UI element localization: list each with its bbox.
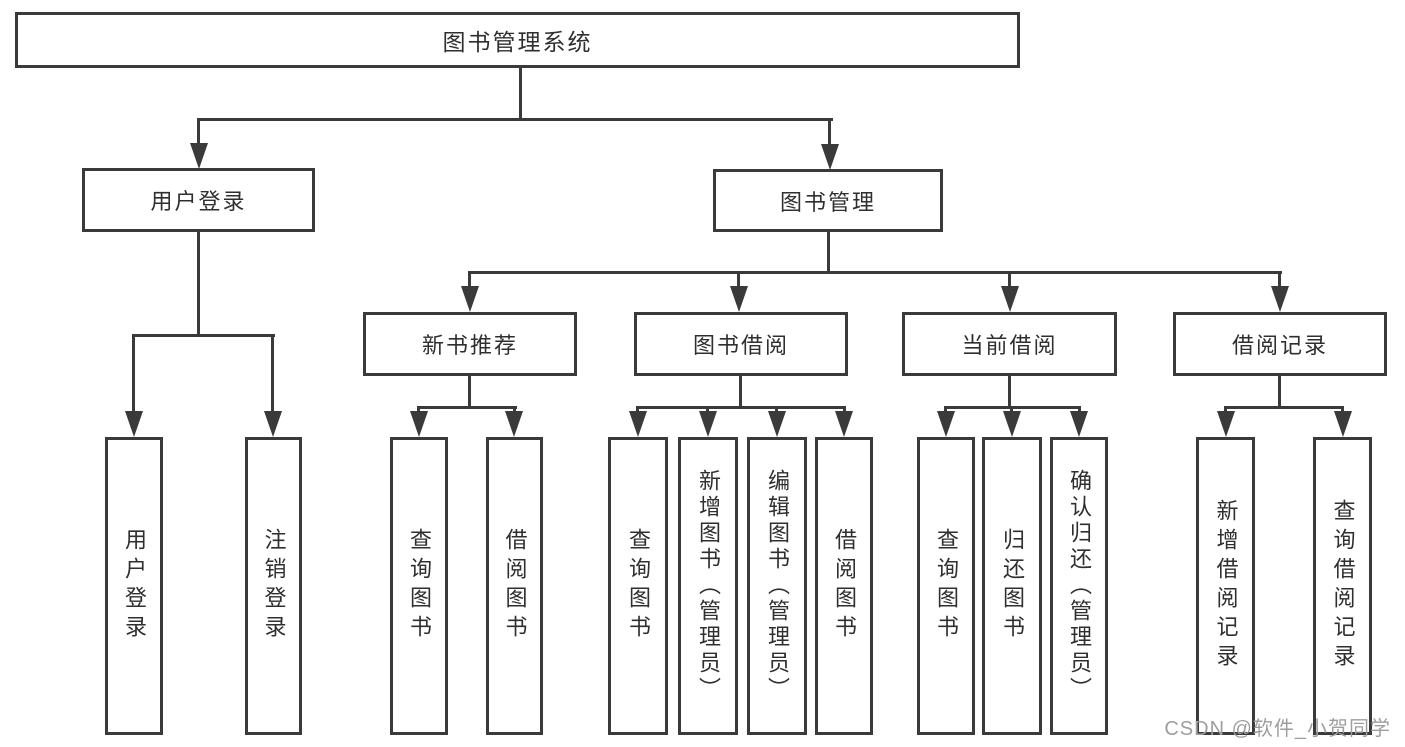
leaf-query-borrow-record: 查询借阅记录 bbox=[1313, 437, 1372, 735]
arrowhead-down-icon bbox=[410, 411, 428, 437]
leaf-query-books-2: 查询图书 bbox=[608, 437, 668, 735]
connector-line bbox=[468, 376, 471, 408]
node-user-login-label: 用户登录 bbox=[150, 189, 247, 214]
leaf-add-borrow-record: 新增借阅记录 bbox=[1196, 437, 1255, 735]
connector-line bbox=[132, 334, 135, 414]
connector-line bbox=[197, 118, 200, 146]
leaf-edit-book-admin: 编辑图书（管理员） bbox=[747, 437, 807, 735]
leaf-add-borrow-record-label: 新增借阅记录 bbox=[1213, 499, 1239, 673]
leaf-user-login-label: 用户登录 bbox=[122, 528, 147, 644]
connector-line bbox=[519, 68, 522, 120]
leaf-borrow-books-2-label: 借阅图书 bbox=[832, 528, 857, 644]
connector-line bbox=[843, 406, 846, 414]
leaf-edit-book-admin-label: 编辑图书（管理员） bbox=[765, 469, 790, 703]
connector-line bbox=[775, 406, 778, 414]
node-new-book-recommend: 新书推荐 bbox=[363, 312, 577, 376]
arrowhead-down-icon bbox=[1003, 411, 1021, 437]
connector-line bbox=[636, 406, 639, 414]
leaf-query-books-1: 查询图书 bbox=[390, 437, 448, 735]
connector-line bbox=[197, 232, 200, 335]
arrowhead-down-icon bbox=[461, 286, 479, 312]
connector-line bbox=[513, 406, 516, 414]
arrowhead-down-icon bbox=[1217, 411, 1235, 437]
leaf-borrow-books-1: 借阅图书 bbox=[486, 437, 543, 735]
arrowhead-down-icon bbox=[125, 411, 143, 437]
leaf-query-books-2-label: 查询图书 bbox=[626, 528, 651, 644]
connector-line bbox=[132, 334, 275, 337]
connector-line bbox=[1224, 406, 1344, 409]
connector-line bbox=[1008, 376, 1011, 408]
node-current-borrowing: 当前借阅 bbox=[902, 312, 1117, 376]
arrowhead-down-icon bbox=[937, 411, 955, 437]
arrowhead-down-icon bbox=[699, 411, 717, 437]
node-new-book-recommend-label: 新书推荐 bbox=[421, 333, 518, 358]
connector-line bbox=[1078, 406, 1081, 414]
arrowhead-down-icon bbox=[505, 411, 523, 437]
leaf-query-books-3: 查询图书 bbox=[917, 437, 975, 735]
leaf-add-book-admin-label: 新增图书（管理员） bbox=[696, 469, 721, 703]
csdn-watermark: CSDN @软件_小贺同学 bbox=[1164, 718, 1391, 740]
connector-line bbox=[1278, 271, 1281, 288]
node-root: 图书管理系统 bbox=[15, 12, 1020, 68]
arrowhead-down-icon bbox=[768, 411, 786, 437]
connector-line bbox=[828, 118, 831, 146]
leaf-user-login: 用户登录 bbox=[105, 437, 163, 735]
leaf-query-books-1-label: 查询图书 bbox=[407, 528, 432, 644]
node-borrowing-records-label: 借阅记录 bbox=[1231, 333, 1328, 358]
connector-line bbox=[1010, 406, 1013, 414]
connector-line bbox=[417, 406, 517, 409]
connector-line bbox=[1341, 406, 1344, 414]
arrowhead-down-icon bbox=[835, 411, 853, 437]
leaf-borrow-books-1-label: 借阅图书 bbox=[502, 528, 528, 644]
node-root-label: 图书管理系统 bbox=[442, 29, 593, 55]
node-book-management-label: 图书管理 bbox=[779, 189, 876, 215]
connector-line bbox=[739, 376, 742, 408]
arrowhead-down-icon bbox=[1001, 286, 1019, 312]
connector-line bbox=[827, 232, 830, 272]
node-book-borrowing-label: 图书借阅 bbox=[692, 333, 789, 358]
connector-line bbox=[197, 118, 833, 121]
connector-line bbox=[1278, 376, 1281, 408]
connector-line bbox=[1008, 271, 1011, 288]
connector-line bbox=[1224, 406, 1227, 414]
leaf-query-books-3-label: 查询图书 bbox=[934, 528, 959, 644]
arrowhead-down-icon bbox=[1070, 411, 1088, 437]
node-borrowing-records: 借阅记录 bbox=[1173, 312, 1387, 376]
leaf-borrow-books-2: 借阅图书 bbox=[815, 437, 873, 735]
leaf-logout-label: 注销登录 bbox=[261, 528, 287, 644]
arrowhead-down-icon bbox=[629, 411, 647, 437]
arrowhead-down-icon bbox=[821, 144, 839, 170]
node-current-borrowing-label: 当前借阅 bbox=[961, 333, 1058, 358]
node-book-management: 图书管理 bbox=[713, 169, 943, 232]
arrowhead-down-icon bbox=[1334, 411, 1352, 437]
arrowhead-down-icon bbox=[1271, 286, 1289, 312]
leaf-return-books: 归还图书 bbox=[982, 437, 1042, 735]
connector-line bbox=[737, 271, 740, 288]
leaf-confirm-return-admin-label: 确认归还（管理员） bbox=[1067, 469, 1092, 703]
connector-line bbox=[706, 406, 709, 414]
leaf-add-book-admin: 新增图书（管理员） bbox=[678, 437, 738, 735]
leaf-logout: 注销登录 bbox=[245, 437, 302, 735]
connector-line bbox=[271, 334, 274, 414]
node-book-borrowing: 图书借阅 bbox=[634, 312, 848, 376]
leaf-return-books-label: 归还图书 bbox=[1000, 528, 1025, 644]
connector-line bbox=[636, 406, 846, 409]
arrowhead-down-icon bbox=[730, 286, 748, 312]
leaf-query-borrow-record-label: 查询借阅记录 bbox=[1330, 499, 1356, 673]
connector-line bbox=[417, 406, 420, 414]
leaf-confirm-return-admin: 确认归还（管理员） bbox=[1050, 437, 1108, 735]
connector-line bbox=[468, 271, 471, 288]
connector-line bbox=[944, 406, 947, 414]
node-user-login: 用户登录 bbox=[82, 168, 315, 232]
connector-line bbox=[468, 271, 1282, 274]
arrowhead-down-icon bbox=[190, 143, 208, 169]
arrowhead-down-icon bbox=[264, 411, 282, 437]
